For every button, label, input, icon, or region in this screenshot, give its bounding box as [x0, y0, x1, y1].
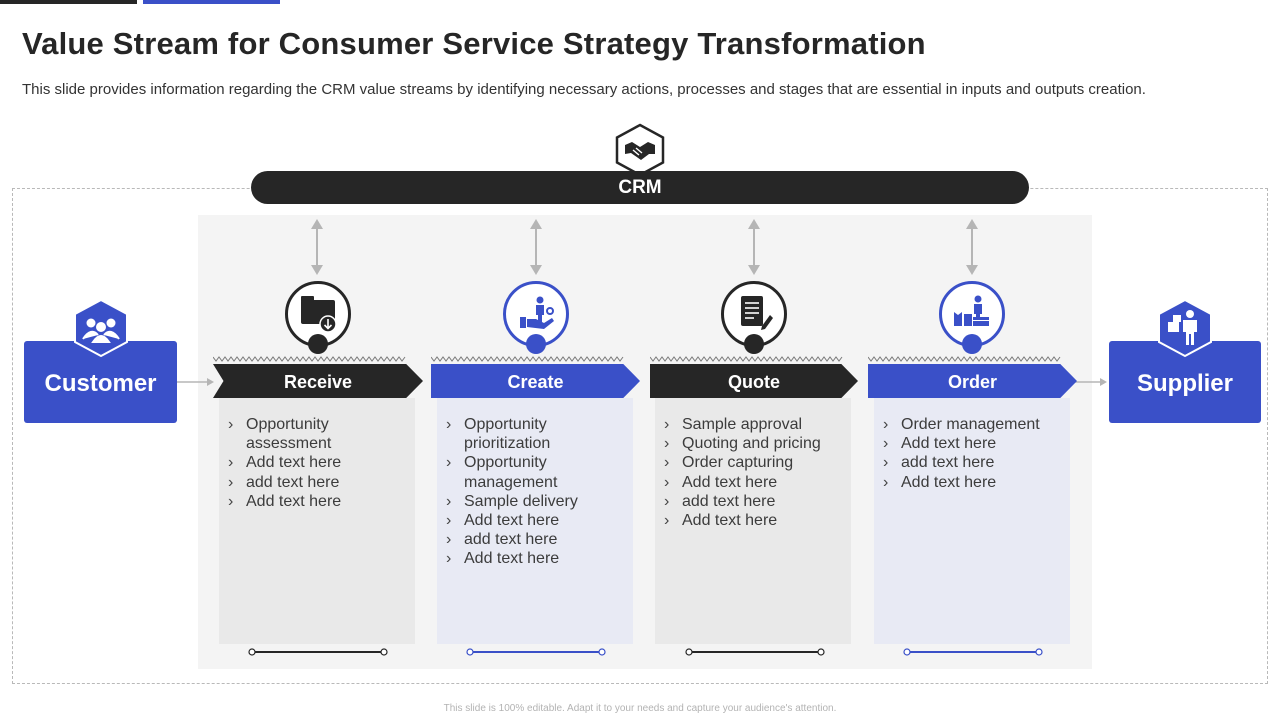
stage-banner-create: Create [431, 364, 640, 398]
list-item: Add text here [663, 511, 841, 530]
document-edit-icon [741, 296, 773, 330]
list-item: add text here [882, 453, 1060, 472]
receive-zigzag [213, 356, 406, 362]
create-dot [526, 334, 546, 354]
stage-banner-order: Order [868, 364, 1077, 398]
users-group-icon [74, 298, 128, 358]
page-subtitle: This slide provides information regardin… [22, 81, 1146, 98]
create-list: Opportunity prioritization Opportunity m… [445, 415, 623, 569]
list-item: Add text here [882, 434, 1060, 453]
double-arrow-icon [748, 219, 760, 275]
page-title: Value Stream for Consumer Service Strate… [22, 26, 926, 61]
create-zigzag [431, 356, 624, 362]
supplier-boxes-icon [1158, 298, 1212, 358]
list-item: Opportunity assessment [227, 415, 405, 453]
footer-note: This slide is 100% editable. Adapt it to… [443, 703, 837, 714]
double-arrow-icon [530, 219, 542, 275]
quote-slider-line [685, 648, 825, 656]
stage-box-order: Order management Add text here add text … [874, 398, 1070, 644]
list-item: add text here [445, 530, 623, 549]
list-item: Add text here [663, 473, 841, 492]
stage-banner-quote: Quote [650, 364, 858, 398]
person-boxes-icon [954, 295, 989, 326]
list-item: Order capturing [663, 453, 841, 472]
person-hand-icon [520, 296, 554, 329]
list-item: Sample approval [663, 415, 841, 434]
quote-list: Sample approval Quoting and pricing Orde… [663, 415, 841, 530]
stage-banner-receive: Receive [213, 364, 423, 398]
list-item: add text here [663, 492, 841, 511]
order-dot [962, 334, 982, 354]
customer-connector-arrow [177, 378, 214, 386]
folder-download-icon [301, 296, 337, 333]
list-item: Sample delivery [445, 492, 623, 511]
order-list: Order management Add text here add text … [882, 415, 1060, 492]
stage-box-quote: Sample approval Quoting and pricing Orde… [655, 398, 851, 644]
list-item: Add text here [445, 511, 623, 530]
stage-box-create: Opportunity prioritization Opportunity m… [437, 398, 633, 644]
quote-zigzag [650, 356, 843, 362]
double-arrow-icon [311, 219, 323, 275]
list-item: Add text here [227, 453, 405, 472]
list-item: Order management [882, 415, 1060, 434]
receive-list: Opportunity assessment Add text here add… [227, 415, 405, 511]
list-item: Opportunity prioritization [445, 415, 623, 453]
create-slider-line [466, 648, 606, 656]
supplier-connector-arrow [1074, 378, 1107, 386]
order-zigzag [868, 356, 1061, 362]
list-item: Opportunity management [445, 453, 623, 491]
order-slider-line [903, 648, 1043, 656]
crm-bar: CRM [251, 171, 1029, 204]
list-item: Add text here [445, 549, 623, 568]
list-item: Quoting and pricing [663, 434, 841, 453]
top-accent-dark [0, 0, 137, 4]
double-arrow-icon [966, 219, 978, 275]
stage-box-receive: Opportunity assessment Add text here add… [219, 398, 415, 644]
top-accent-blue [143, 0, 280, 4]
list-item: Add text here [227, 492, 405, 511]
list-item: add text here [227, 473, 405, 492]
list-item: Add text here [882, 473, 1060, 492]
receive-slider-line [248, 648, 388, 656]
handshake-icon [615, 123, 665, 177]
receive-dot [308, 334, 328, 354]
quote-dot [744, 334, 764, 354]
customer-box: Customer [24, 341, 177, 423]
